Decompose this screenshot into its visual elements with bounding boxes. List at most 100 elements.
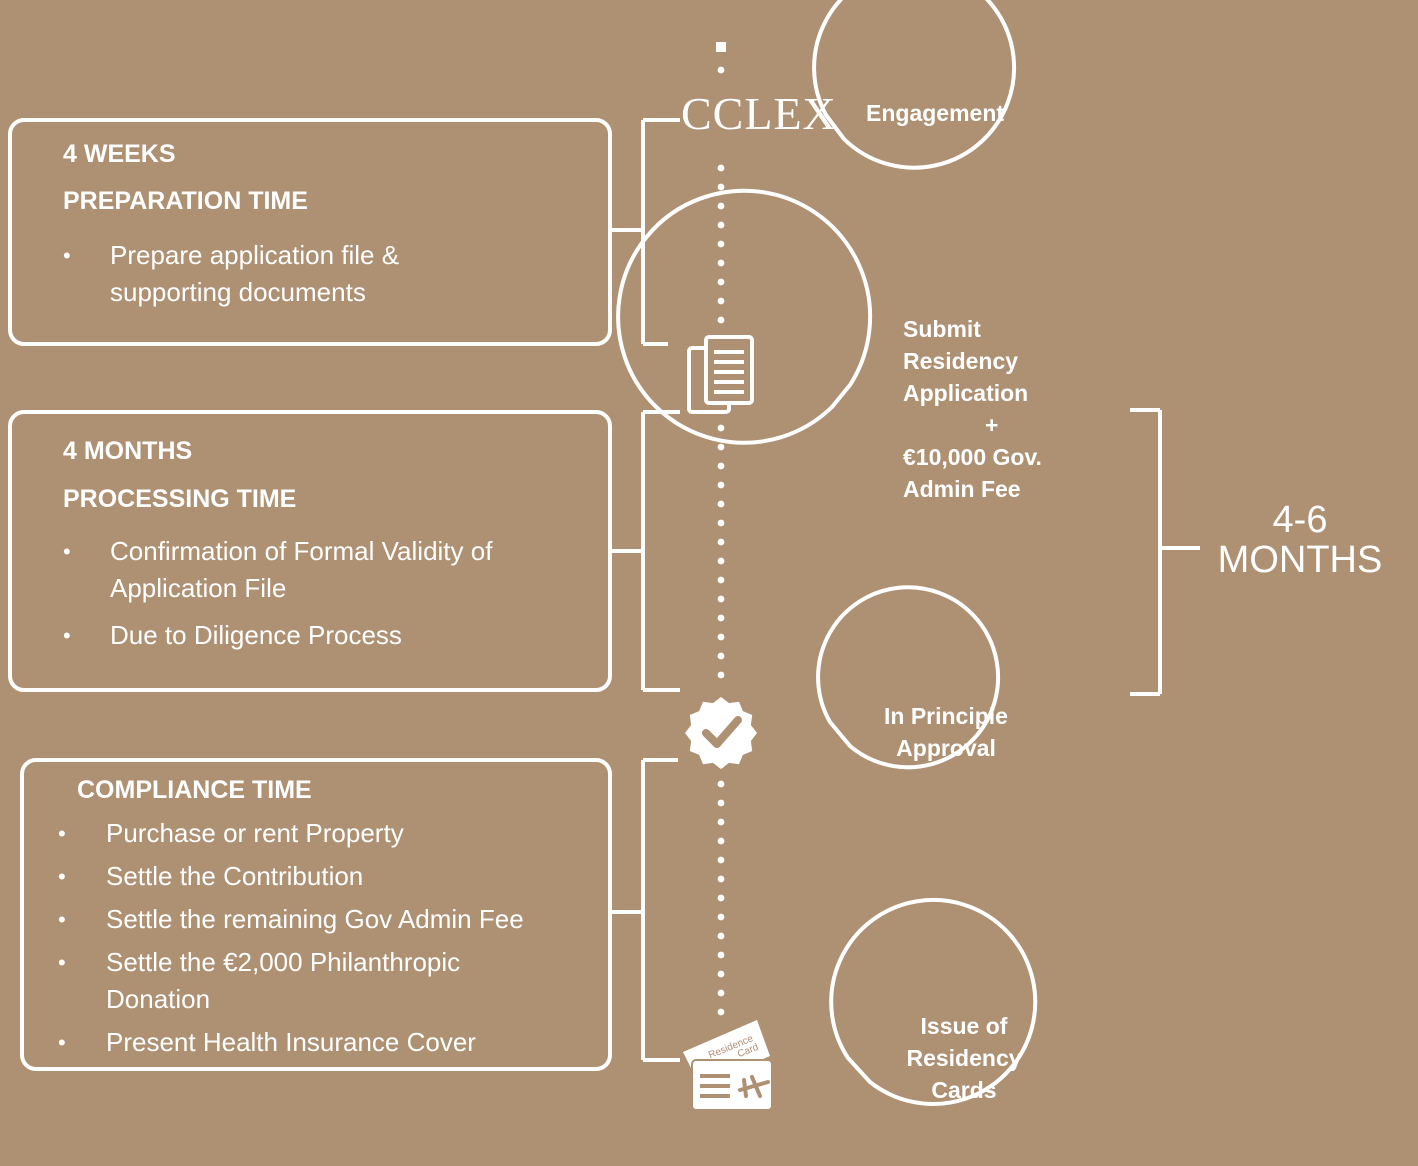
- bullet-text: Donation: [106, 984, 211, 1014]
- timeline-dot: [717, 989, 725, 997]
- timeline-dot: [717, 633, 725, 641]
- milestone-approval: In Principle Approval: [864, 700, 1028, 764]
- bullet-text: Present Health Insurance Cover: [106, 1027, 476, 1057]
- bullet-text: Prepare application file &: [110, 240, 400, 270]
- total-duration-value: 4-6: [1272, 499, 1328, 541]
- timeline-dot: [717, 481, 725, 489]
- list-item: • Settle the Contribution: [58, 858, 598, 895]
- milestone-line: +: [985, 412, 999, 438]
- timeline-dot: [717, 519, 725, 527]
- timeline-dot: [717, 500, 725, 508]
- bullet-text: Due to Diligence Process: [110, 620, 402, 650]
- phase-duration-processing: 4 MONTHS: [63, 437, 193, 465]
- phase-title-preparation: PREPARATION TIME: [63, 187, 308, 215]
- milestone-line: Admin Fee: [903, 476, 1021, 502]
- milestone-submit-application: Submit Residency Application + €10,000 G…: [903, 313, 1042, 505]
- milestone-bubble-submit: [616, 188, 873, 445]
- list-item: • Settle the remaining Gov Admin Fee: [58, 901, 598, 938]
- timeline-dot: [717, 66, 725, 74]
- milestone-bubble-engagement: [812, 0, 1017, 170]
- phase-duration-preparation: 4 WEEKS: [63, 140, 176, 168]
- list-item: • Purchase or rent Property: [58, 815, 598, 852]
- phase-title-processing: PROCESSING TIME: [63, 485, 297, 513]
- bullet-dot: •: [58, 907, 66, 932]
- timeline-dot: [717, 538, 725, 546]
- milestone-line: Application: [903, 380, 1029, 406]
- timeline-dot: [717, 557, 725, 565]
- bullet-text: Settle the €2,000 Philanthropic: [106, 947, 461, 977]
- timeline-dot: [717, 1008, 725, 1016]
- timeline-dot: [717, 614, 725, 622]
- milestone-bubble-approval: [816, 585, 1001, 770]
- bullet-dot: •: [58, 1030, 66, 1055]
- bracket-compliance: [610, 758, 680, 1062]
- brand-logo: CCLEX: [681, 88, 837, 139]
- timeline-dot: [717, 297, 725, 305]
- phase-box-processing: [8, 410, 612, 692]
- bullet-text: Settle the remaining Gov Admin Fee: [106, 904, 524, 934]
- timeline-dot: [717, 164, 725, 172]
- list-item: Application File: [63, 570, 593, 607]
- timeline-dot: [717, 951, 725, 959]
- timeline-dot: [717, 202, 725, 210]
- timeline-dot: [717, 443, 725, 451]
- bullet-dot: •: [58, 821, 66, 846]
- milestone-line: €10,000 Gov.: [903, 444, 1042, 470]
- timeline-dots: [717, 66, 725, 1016]
- milestone-residency-cards: Issue of Residency Cards: [880, 1010, 1048, 1106]
- timeline-dot: [717, 932, 725, 940]
- phase-bullets-preparation: • Prepare application file & supporting …: [63, 237, 583, 311]
- timeline-dot: [717, 278, 725, 286]
- timeline-start-marker: [716, 42, 726, 52]
- phase-box-compliance: [20, 758, 612, 1071]
- bullet-dot: •: [63, 539, 71, 564]
- total-duration: 4-6 MONTHS: [1212, 500, 1388, 580]
- timeline-dot: [717, 424, 725, 432]
- timeline-dot: [717, 595, 725, 603]
- bullet-text: Confirmation of Formal Validity of: [110, 536, 493, 566]
- bracket-preparation: [610, 118, 680, 346]
- residence-card-icon: [683, 1020, 773, 1111]
- timeline-dot: [717, 652, 725, 660]
- timeline-dot: [717, 837, 725, 845]
- list-item: • Settle the €2,000 Philanthropic: [58, 944, 598, 981]
- milestone-bubble-cards: [829, 898, 1038, 1106]
- timeline-dot: [717, 875, 725, 883]
- milestone-line: Residency: [903, 348, 1019, 374]
- bullet-dot: •: [58, 950, 66, 975]
- timeline-dot: [717, 970, 725, 978]
- timeline-dot: [717, 894, 725, 902]
- check-badge-icon: [685, 697, 757, 769]
- timeline-dot: [717, 462, 725, 470]
- timeline-dot: [717, 221, 725, 229]
- timeline-dot: [717, 780, 725, 788]
- list-item: • Confirmation of Formal Validity of: [63, 533, 593, 570]
- list-item: • Present Health Insurance Cover: [58, 1024, 598, 1061]
- timeline-dot: [717, 818, 725, 826]
- timeline-dot: [717, 671, 725, 679]
- milestone-line: Submit: [903, 316, 981, 342]
- phase-bullets-processing: • Confirmation of Formal Validity of App…: [63, 533, 593, 664]
- list-item: Donation: [58, 981, 598, 1018]
- milestone-engagement: Engagement: [866, 97, 1004, 129]
- timeline-dot: [717, 576, 725, 584]
- list-item: • Prepare application file &: [63, 237, 583, 274]
- timeline-dot: [717, 183, 725, 191]
- bullet-dot: •: [58, 864, 66, 889]
- phase-title-compliance: COMPLIANCE TIME: [77, 776, 312, 804]
- bullet-dot: •: [63, 243, 71, 268]
- bullet-text: Application File: [110, 573, 287, 603]
- list-item: • Due to Diligence Process: [63, 617, 593, 654]
- milestone-line: Cards: [931, 1077, 997, 1103]
- total-duration-unit: MONTHS: [1217, 539, 1383, 581]
- timeline-dot: [717, 316, 725, 324]
- bracket-processing: [610, 410, 680, 692]
- phase-box-preparation: [8, 118, 612, 346]
- bullet-text: Purchase or rent Property: [106, 818, 404, 848]
- timeline-dot: [717, 799, 725, 807]
- timeline-dot: [717, 856, 725, 864]
- milestone-line: Engagement: [866, 100, 1005, 126]
- bullet-text: Settle the Contribution: [106, 861, 364, 891]
- phase-bullets-compliance: • Purchase or rent Property • Settle the…: [58, 815, 598, 1061]
